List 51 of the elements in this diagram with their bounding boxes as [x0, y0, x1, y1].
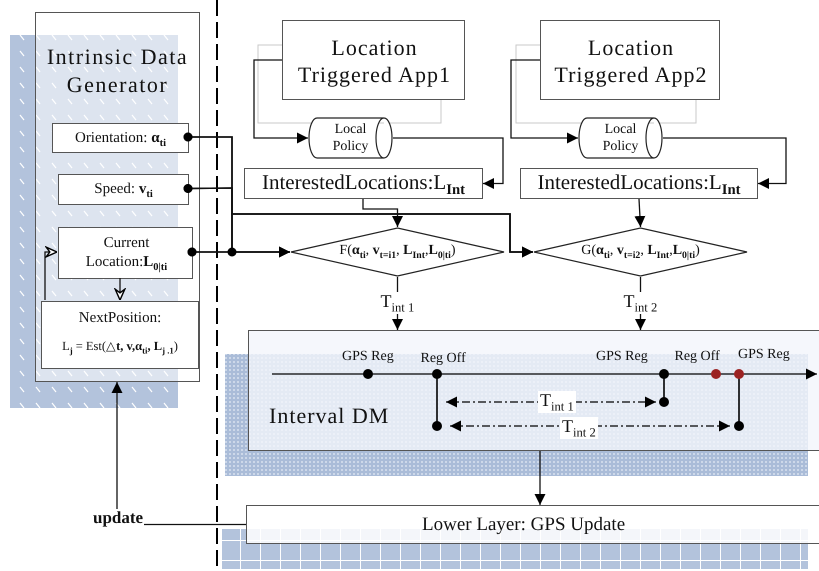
- node-label: Local Policy: [332, 120, 370, 156]
- node-label: Location Triggered App1: [296, 34, 452, 88]
- node-label: Current Location:L$_{0|ti}$: [84, 234, 168, 274]
- node-label: Location Triggered App2: [553, 34, 709, 88]
- node-label: F(α$_{ti}$, v$_{t=i1}$, L$_{Int}$,L$_{0|ti}$): [338, 243, 457, 261]
- formula-text: L$_{j}$ = Est(△t, v,α$_{ti}$, L$_{j .1}$): [61, 338, 179, 356]
- decision-diamond: [290, 227, 505, 277]
- event-label: Reg Off: [674, 350, 720, 364]
- node-label: Lower Layer: GPS Update: [422, 514, 626, 536]
- arrow: [44, 246, 58, 300]
- process-box: [52, 123, 189, 153]
- arrow: [393, 137, 504, 189]
- panel-title: Intrinsic Data Generator: [46, 43, 190, 98]
- arrow: [188, 213, 533, 258]
- process-box: [246, 505, 819, 544]
- app-box: [282, 20, 465, 100]
- arrow: [663, 137, 787, 189]
- edge-label: T$_{int 2}$: [622, 292, 658, 314]
- storage-cylinder: [578, 117, 663, 159]
- arrow: [634, 198, 646, 228]
- node-label: NextPosition:: [78, 310, 162, 327]
- event-label: Reg Off: [420, 352, 466, 366]
- interval-label: T$_{int 1}$: [538, 391, 576, 414]
- node-label: Interval DM: [269, 403, 390, 429]
- event-label: GPS Reg: [342, 350, 394, 364]
- edge-label: T$_{int 1}$: [380, 292, 416, 314]
- module-box: [248, 330, 819, 451]
- event-label: GPS Reg: [596, 350, 648, 364]
- process-box: [58, 227, 193, 279]
- node-label: Local Policy: [602, 120, 640, 156]
- node-label: InterestedLocations:L$_{Int}$: [260, 170, 466, 200]
- arrow: [362, 199, 403, 227]
- app-box: [540, 20, 720, 100]
- node-label: G(α$_{ti}$, v$_{t=i2}$, L$_{Int}$,L$_{0|ti}$): [580, 243, 701, 261]
- arrow: [510, 59, 578, 144]
- process-box: [58, 174, 189, 205]
- process-box: [520, 168, 758, 199]
- event-label: GPS Reg: [738, 348, 790, 362]
- storage-cylinder: [308, 117, 393, 159]
- arrow: [114, 278, 126, 301]
- arrow: [534, 451, 546, 505]
- node-label: Orientation: α$_{ti}$: [74, 130, 168, 148]
- generator-panel: [35, 12, 200, 382]
- arrow: [253, 59, 308, 144]
- process-box: [244, 168, 483, 199]
- decision-diamond: [533, 227, 748, 277]
- edge-label: update: [92, 508, 144, 526]
- node-label: Speed: v$_{ti}$: [93, 181, 154, 200]
- node-label: InterestedLocations:L$_{Int}$: [536, 170, 742, 200]
- process-box: [41, 301, 199, 369]
- interval-label: T$_{int 2}$: [560, 417, 598, 440]
